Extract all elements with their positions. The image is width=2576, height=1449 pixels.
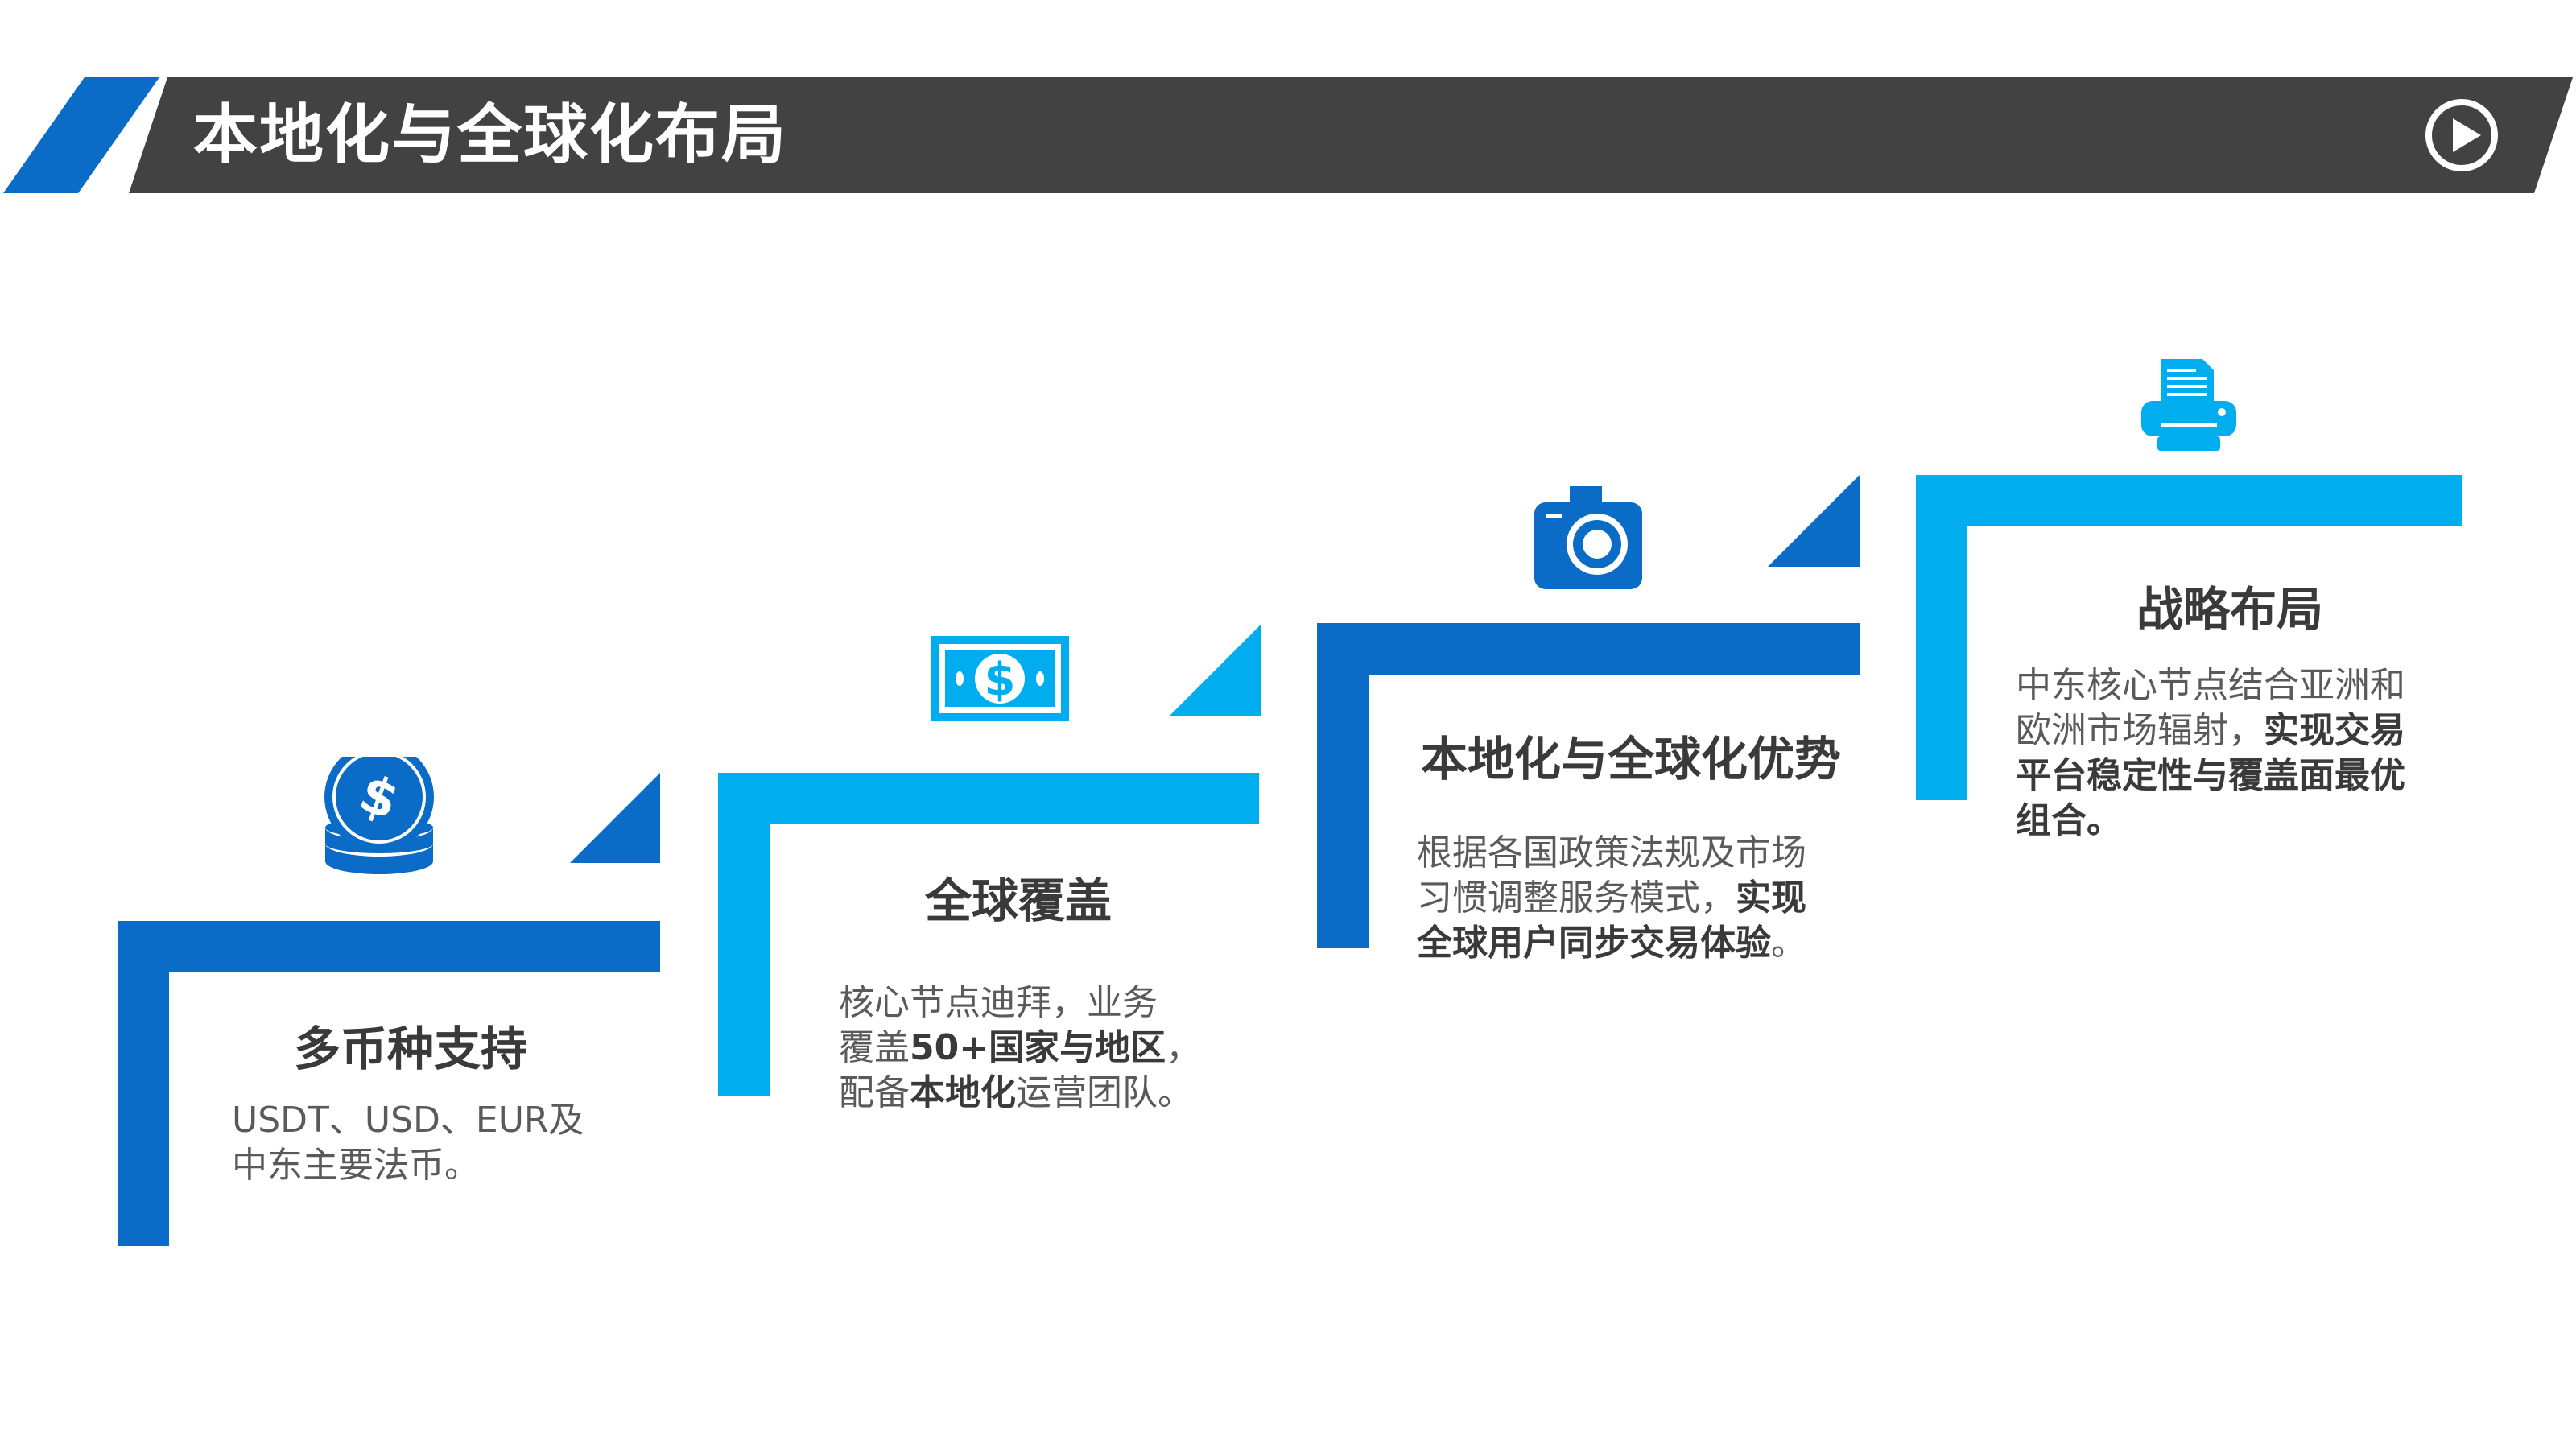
step-desc-line: 根据各国政策法规及市场 bbox=[1417, 832, 1806, 873]
step-description: 核心节点迪拜，业务 覆盖50+国家与地区， 配备本地化运营团队。 bbox=[839, 980, 1257, 1116]
step-frame-side bbox=[1317, 623, 1368, 948]
banknote-icon: $ bbox=[931, 636, 1069, 721]
desc-highlight: 实现 bbox=[1736, 877, 1806, 919]
play-circle-icon[interactable] bbox=[2423, 97, 2500, 174]
svg-text:$: $ bbox=[985, 654, 1016, 706]
desc-text: 欧洲市场辐射， bbox=[2016, 710, 2264, 751]
printer-icon bbox=[2141, 359, 2236, 451]
step-frame-top bbox=[718, 773, 1259, 824]
camera-icon bbox=[1534, 486, 1642, 589]
step-desc-line: 组合。 bbox=[2016, 799, 2483, 844]
step-title: 多币种支持 bbox=[293, 1022, 527, 1076]
coins-stack-icon: $ bbox=[324, 757, 434, 874]
step-desc-line: USDT、USD、EUR及 bbox=[232, 1100, 584, 1141]
step-desc-line: 欧洲市场辐射，实现交易 bbox=[2016, 708, 2483, 753]
desc-highlight: 全球用户同步交易体验 bbox=[1417, 923, 1771, 964]
step-description: 中东核心节点结合亚洲和 欧洲市场辐射，实现交易 平台稳定性与覆盖面最优 组合。 bbox=[2016, 663, 2483, 844]
desc-text: 覆盖 bbox=[839, 1027, 910, 1068]
desc-text: 。 bbox=[1771, 923, 1806, 964]
desc-highlight: 本地化 bbox=[910, 1072, 1016, 1113]
step-desc-line: 平台稳定性与覆盖面最优 bbox=[2016, 753, 2483, 799]
step-title: 战略布局 bbox=[2136, 582, 2323, 637]
desc-text: 配备 bbox=[839, 1072, 910, 1113]
step-desc-line: 覆盖50+国家与地区， bbox=[839, 1026, 1257, 1071]
step-frame-top bbox=[1916, 475, 2462, 526]
step-desc-line: 中东核心节点结合亚洲和 bbox=[2016, 665, 2405, 706]
step-desc-line: 全球用户同步交易体验。 bbox=[1417, 921, 1868, 966]
desc-highlight: 50+国家与地区 bbox=[910, 1027, 1166, 1068]
step-frame-side bbox=[718, 773, 770, 1096]
step-frame-top bbox=[1317, 623, 1860, 675]
step-frame-side bbox=[1916, 475, 1967, 800]
step-description: USDT、USD、EUR及 中东主要法币。 bbox=[232, 1098, 650, 1188]
desc-highlight: 实现交易 bbox=[2264, 710, 2405, 751]
step-description: 根据各国政策法规及市场 习惯调整服务模式，实现 全球用户同步交易体验。 bbox=[1417, 831, 1868, 966]
step-frame-side bbox=[118, 921, 169, 1246]
step-desc-line: 配备本地化运营团队。 bbox=[839, 1071, 1257, 1116]
desc-highlight: 平台稳定性与覆盖面最优 bbox=[2016, 755, 2405, 796]
desc-highlight: 组合。 bbox=[2016, 800, 2122, 841]
step-desc-line: 中东主要法币。 bbox=[232, 1145, 480, 1186]
step-corner-triangle bbox=[570, 773, 660, 863]
step-desc-line: 习惯调整服务模式，实现 bbox=[1417, 876, 1868, 921]
desc-text: 运营团队。 bbox=[1016, 1072, 1193, 1113]
step-title: 本地化与全球化优势 bbox=[1420, 732, 1841, 786]
step-corner-triangle bbox=[1169, 625, 1261, 716]
step-title: 全球覆盖 bbox=[924, 873, 1112, 928]
desc-text: ， bbox=[1166, 1027, 1202, 1068]
desc-text: 习惯调整服务模式， bbox=[1417, 877, 1736, 919]
step-corner-triangle bbox=[1768, 475, 1860, 567]
step-desc-line: 核心节点迪拜，业务 bbox=[839, 982, 1158, 1023]
header-bar bbox=[129, 77, 2573, 193]
step-frame-top bbox=[118, 921, 660, 972]
page-title: 本地化与全球化布局 bbox=[193, 97, 787, 172]
